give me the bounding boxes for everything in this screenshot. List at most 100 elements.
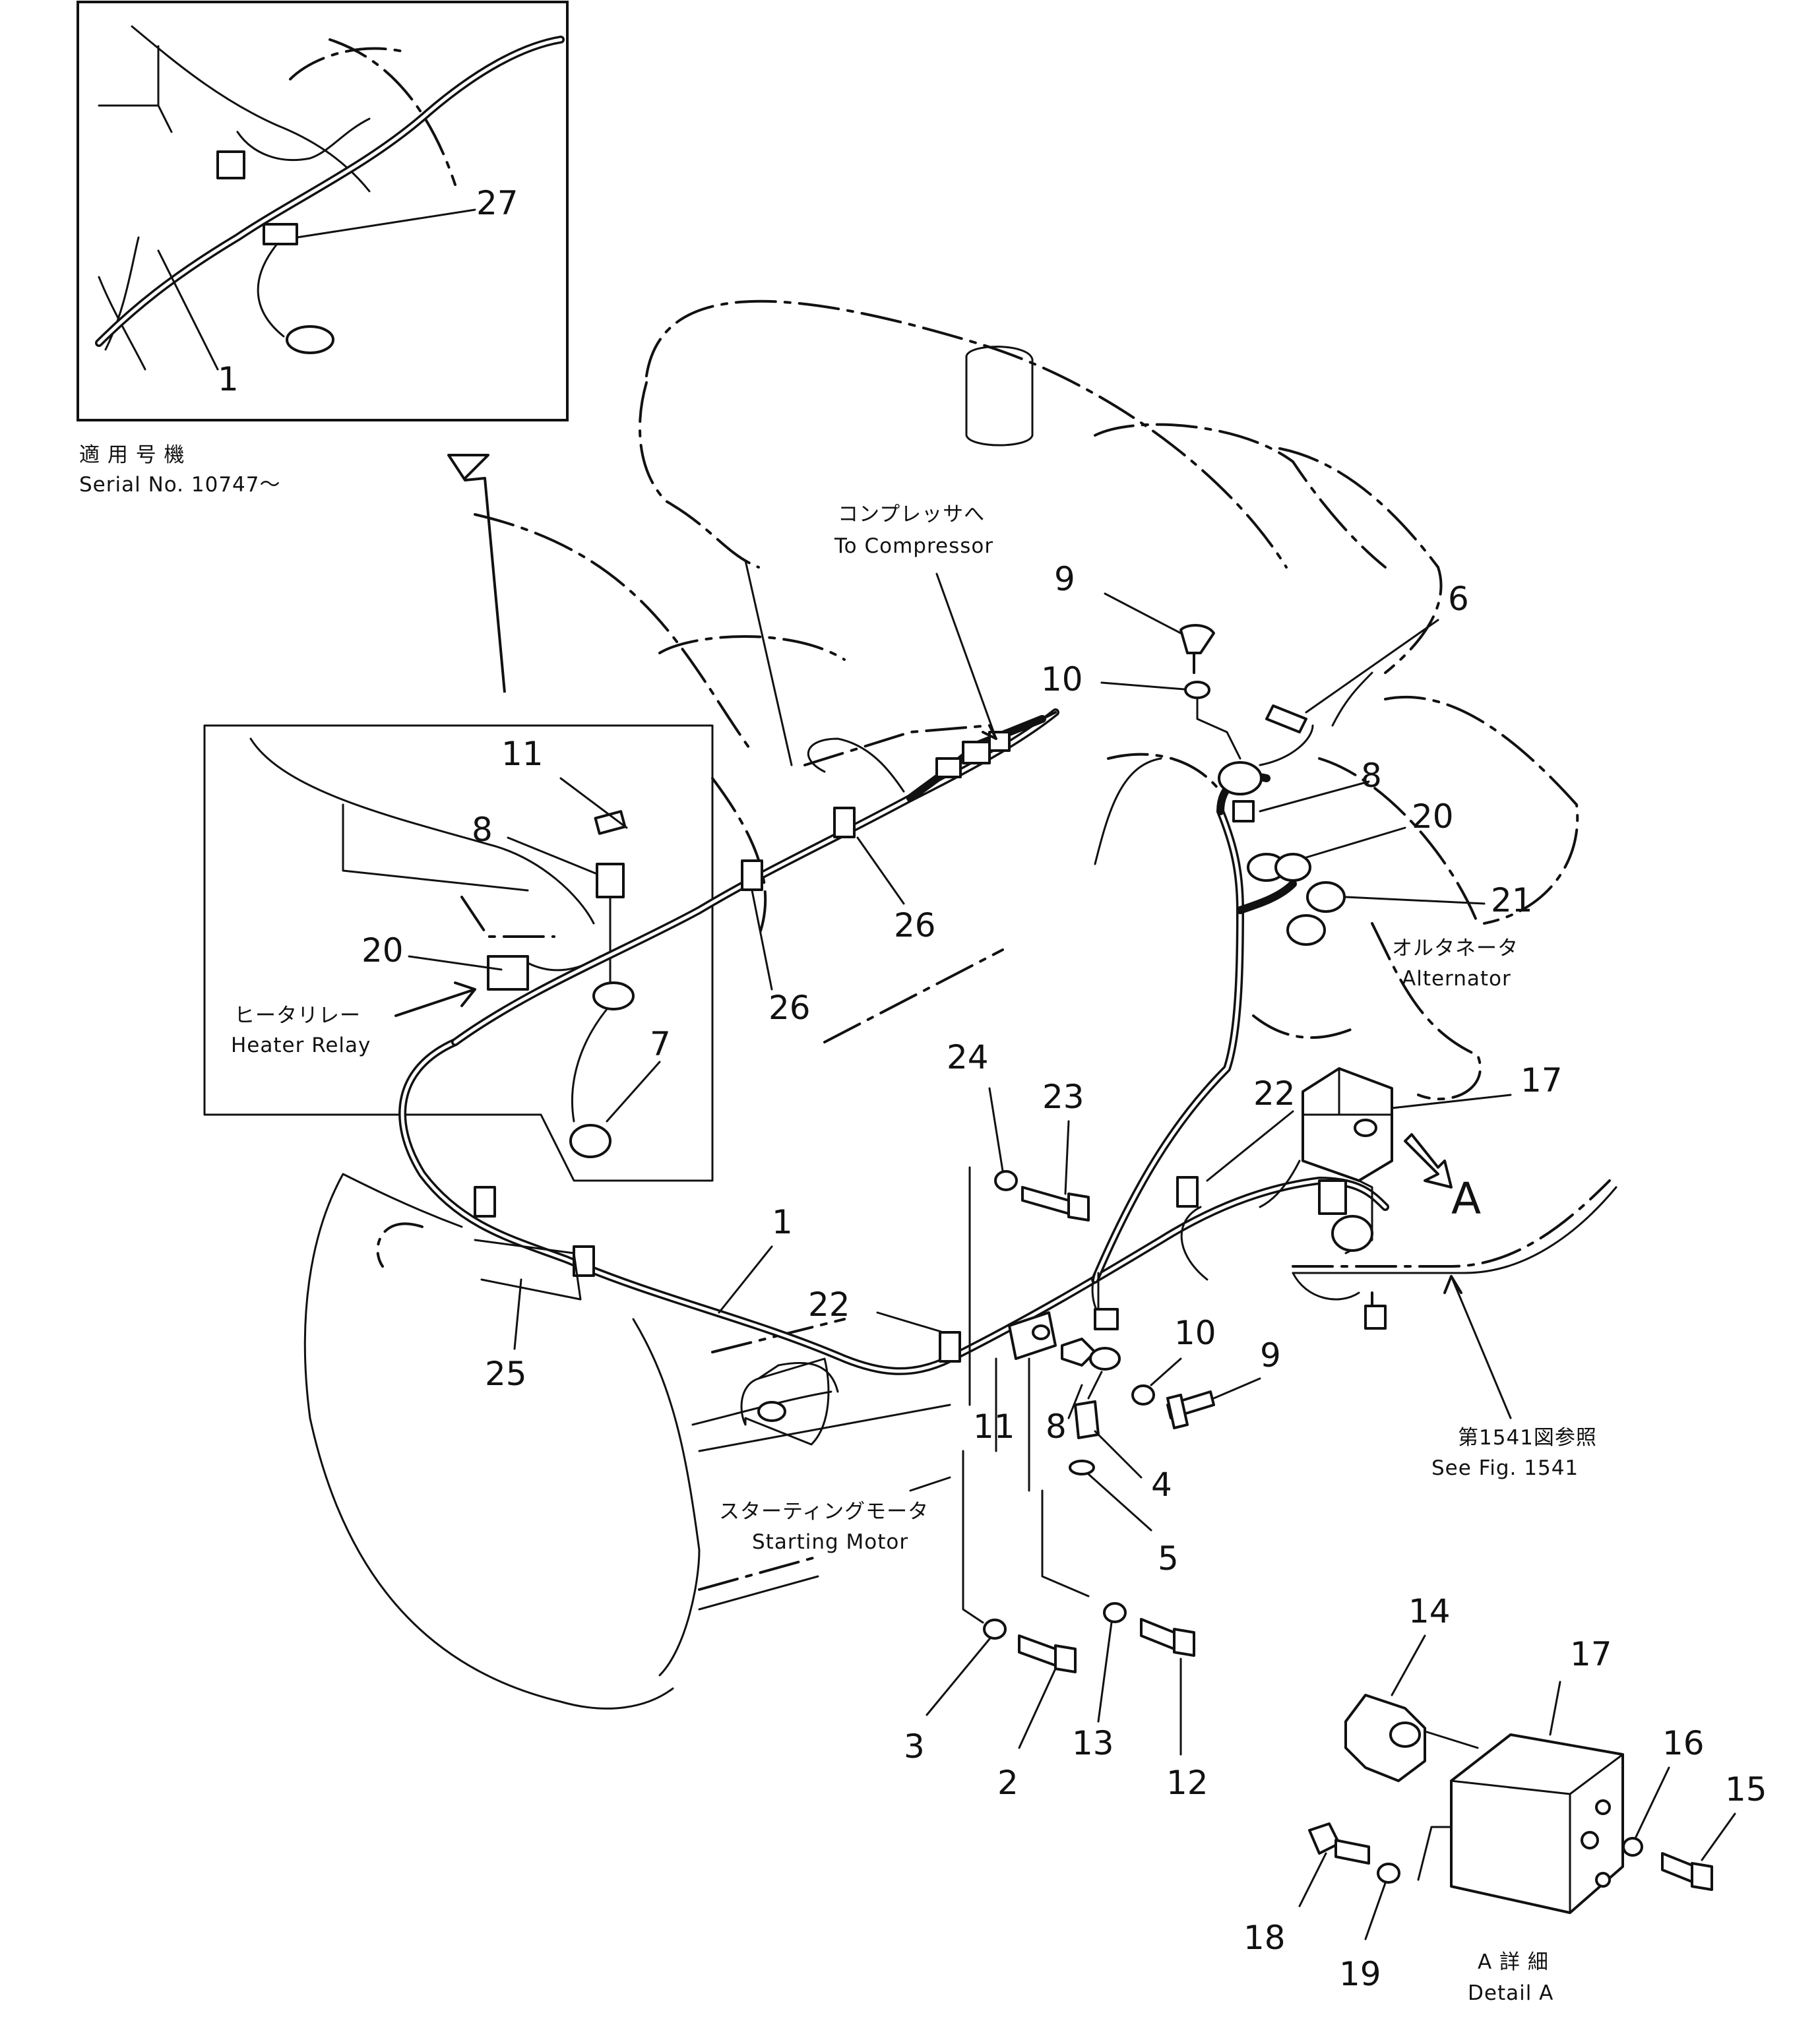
leader-20-alt [1305, 826, 1406, 859]
switch-14 [1344, 1694, 1426, 1782]
leader-10-mid [1150, 1357, 1182, 1386]
leader-14 [1391, 1634, 1426, 1696]
callout-1-inset: 1 [218, 360, 239, 398]
middle-parts: 24 23 22 1 22 25 11 8 4 5 [485, 1038, 1296, 1578]
callout-15: 15 [1725, 1770, 1767, 1809]
leader-9-top [1104, 592, 1182, 635]
callout-24: 24 [947, 1038, 989, 1076]
callout-21: 21 [1491, 881, 1533, 919]
callout-10-top: 10 [1041, 660, 1083, 698]
main-harness [398, 708, 1389, 1375]
clamp-8-alt [1232, 800, 1255, 822]
callout-10-mid: 10 [1174, 1314, 1216, 1352]
callout-22-lower: 22 [808, 1285, 850, 1324]
alternator-label-en: Alternator [1402, 967, 1511, 991]
callout-7: 7 [650, 1025, 671, 1063]
leader-7 [606, 1061, 661, 1123]
leader-22-upper [1206, 1110, 1294, 1182]
leader-25 [513, 1278, 522, 1350]
heater-relay-part [487, 955, 529, 991]
callout-17-detail: 17 [1570, 1635, 1612, 1673]
callout-12: 12 [1166, 1764, 1208, 1802]
clamp-25a [474, 1186, 496, 1218]
callout-17-upper: 17 [1521, 1061, 1563, 1099]
leader-26b [856, 836, 905, 905]
callout-26a: 26 [769, 989, 811, 1027]
callout-11-relay: 11 [501, 735, 544, 773]
leader-2 [1018, 1667, 1057, 1749]
heater-relay-label-en: Heater Relay [231, 1034, 371, 1057]
leader-1 [718, 1245, 773, 1314]
leader-18 [1298, 1852, 1327, 1907]
leader-6 [1305, 619, 1439, 714]
callout-26b: 26 [894, 906, 936, 945]
callout-8-alt: 8 [1361, 757, 1382, 795]
callout-5: 5 [1158, 1539, 1179, 1578]
leader-see-fig [1450, 1275, 1512, 1419]
callout-14: 14 [1408, 1592, 1451, 1630]
bolt-15-shank [1661, 1852, 1697, 1884]
leader-8-alt [1259, 780, 1370, 813]
reference-arrow [447, 454, 506, 693]
leader-23 [1064, 1120, 1070, 1195]
leader-5 [1087, 1473, 1152, 1532]
washer-10-mid [1131, 1384, 1155, 1406]
bracket-11-mid [1008, 1311, 1057, 1360]
leader-15 [1701, 1812, 1736, 1861]
connector-alt [1218, 761, 1263, 795]
leader-22-lower [876, 1311, 945, 1334]
bolt-2-shank [1018, 1634, 1057, 1667]
leader-16 [1635, 1766, 1670, 1838]
leader-4 [1094, 1430, 1143, 1479]
leader-compressor [935, 573, 997, 740]
compressor-connector: コンプレッサへ To Compressor [834, 503, 1057, 802]
leader-17-detail [1549, 1681, 1561, 1736]
bolt-23-head [1067, 1192, 1090, 1222]
callout-2: 2 [997, 1764, 1019, 1802]
starting-motor-label-en: Starting Motor [752, 1530, 908, 1554]
lower-fasteners: 3 2 13 12 [904, 1450, 1208, 1802]
clamp-22-lower [939, 1331, 961, 1363]
clamp-22-upper [1176, 1176, 1199, 1208]
callout-4: 4 [1151, 1466, 1172, 1504]
leader-21 [1344, 896, 1486, 905]
box-17-detail [1450, 1733, 1624, 1914]
inset-body-outline [131, 25, 371, 193]
leader-17-upper [1391, 1094, 1512, 1109]
washer-19 [1377, 1863, 1400, 1884]
callout-20-alt: 20 [1412, 797, 1454, 836]
alternator-area: 9 10 6 8 20 21 オルタネータ Alternator [1041, 560, 1533, 991]
inset-sensor [286, 325, 334, 354]
callout-27: 27 [476, 184, 518, 222]
callout-16: 16 [1662, 1724, 1705, 1762]
alternator-label-jp: オルタネータ [1392, 937, 1519, 960]
filler-cap [965, 346, 1034, 447]
washer-16 [1622, 1837, 1643, 1857]
clamp-8-mid [1061, 1338, 1096, 1367]
bolt-18-shank [1334, 1839, 1370, 1865]
fan-blade-lower [1371, 922, 1482, 1101]
callout-6: 6 [1448, 580, 1469, 618]
heater-relay-label-jp: ヒータリレー [234, 1004, 361, 1028]
detail-label-jp: A 詳 細 [1478, 1950, 1549, 1974]
inset-frame [77, 1, 569, 421]
leader-8-mid [1067, 1384, 1083, 1419]
callout-25: 25 [485, 1355, 527, 1393]
leader-13 [1097, 1621, 1113, 1723]
leader-19 [1364, 1882, 1387, 1940]
bolt-15-head [1691, 1862, 1713, 1891]
callout-8-mid: 8 [1046, 1408, 1067, 1446]
detail-a: 14 17 16 15 18 19 A 詳 細 Detail A [1243, 1592, 1767, 2005]
callout-1: 1 [772, 1203, 793, 1241]
leader-24 [988, 1087, 1004, 1172]
leader-26a [751, 889, 773, 991]
inset-clamp [263, 223, 298, 245]
leader-10-top [1100, 681, 1185, 691]
see-fig-label-jp: 第1541図参照 [1458, 1426, 1597, 1450]
bolt-9-mid-head [1166, 1394, 1189, 1429]
bolt-2-head [1054, 1644, 1077, 1673]
compressor-label-jp: コンプレッサへ [838, 503, 985, 526]
view-arrow-a [1404, 1133, 1453, 1189]
oring-5 [1069, 1460, 1095, 1475]
callout-9-top: 9 [1054, 560, 1075, 598]
